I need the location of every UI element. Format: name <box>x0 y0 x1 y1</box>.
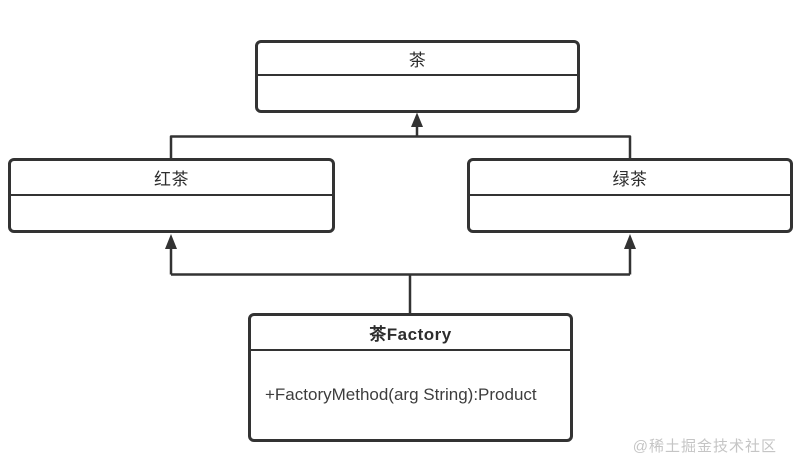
class-body-black-tea <box>11 196 332 230</box>
class-body-tea <box>258 76 577 110</box>
class-box-black-tea: 红茶 <box>8 158 335 233</box>
arrowhead-to-black-tea <box>165 234 177 249</box>
class-title-tea-factory: 茶Factory <box>251 316 570 351</box>
arrowhead-to-green-tea <box>624 234 636 249</box>
class-body-green-tea <box>470 196 790 230</box>
class-body-tea-factory: +FactoryMethod(arg String):Product <box>251 351 570 439</box>
class-box-tea: 茶 <box>255 40 580 113</box>
generalization-connector-subclasses-to-tea <box>169 124 632 158</box>
factory-method-signature: +FactoryMethod(arg String):Product <box>265 385 537 404</box>
class-title-black-tea: 红茶 <box>11 161 332 196</box>
class-box-tea-factory: 茶Factory +FactoryMethod(arg String):Prod… <box>248 313 573 442</box>
class-title-green-tea: 绿茶 <box>470 161 790 196</box>
arrowhead-to-tea <box>411 112 423 127</box>
class-box-green-tea: 绿茶 <box>467 158 793 233</box>
class-title-tea: 茶 <box>258 43 577 76</box>
watermark-juejin-community: @稀土掘金技术社区 <box>632 438 777 455</box>
factory-connector-to-subclasses <box>169 247 632 313</box>
